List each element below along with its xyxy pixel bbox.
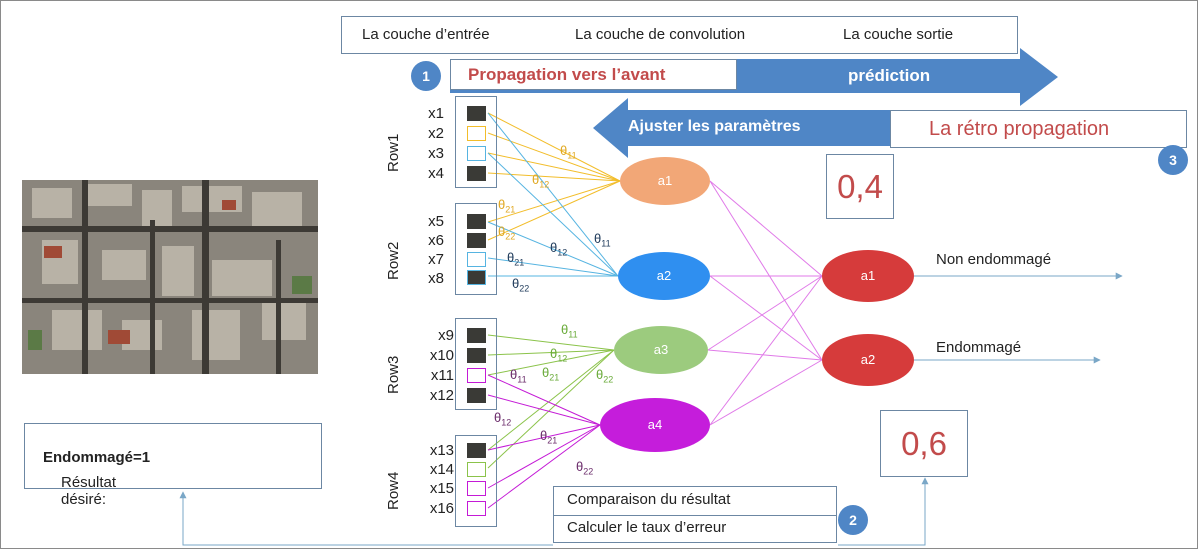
input-pixel: [467, 146, 486, 161]
input-pixel: [467, 481, 486, 496]
input-pixel: [467, 166, 486, 181]
input-layer-title: La couche d’entrée: [362, 26, 490, 43]
input-pixel: [467, 252, 486, 267]
output-node-a2: a2: [822, 334, 914, 386]
row1-label: Row1: [385, 133, 402, 172]
row4-box: [455, 435, 497, 527]
input-label: x12: [429, 387, 454, 404]
forward-propagation-label: Propagation vers l’avant: [450, 59, 737, 90]
input-pixel: [467, 270, 486, 285]
weight-label: θ21: [498, 197, 516, 215]
input-pixel: [467, 106, 486, 121]
prediction-label: prédiction: [848, 66, 931, 85]
input-label: x10: [429, 347, 454, 364]
input-label: x5: [428, 213, 444, 230]
input-pixel: [467, 462, 486, 477]
magenta-lines-a4: [487, 374, 601, 509]
hidden-to-output-lines: [707, 180, 823, 426]
input-label: x7: [428, 251, 444, 268]
input-label: x16: [429, 500, 454, 517]
input-pixel: [467, 388, 486, 403]
weight-label: θ12: [494, 410, 512, 428]
weight-label: θ11: [560, 143, 577, 161]
hidden-node-a2: a2: [618, 252, 710, 300]
weight-label: θ11: [510, 367, 527, 385]
input-pixel: [467, 214, 486, 229]
input-pixel: [467, 348, 486, 363]
input-label: x14: [429, 461, 454, 478]
backpropagation-label: La rétro propagation: [890, 110, 1187, 148]
input-pixel: [467, 443, 486, 458]
weight-label: θ11: [561, 322, 578, 340]
hidden-node-a3: a3: [614, 326, 708, 374]
weight-label: θ22: [596, 367, 614, 385]
input-pixel: [467, 501, 486, 516]
input-pixel: [467, 126, 486, 141]
weight-label: θ21: [507, 250, 525, 268]
weight-label: θ21: [540, 428, 558, 446]
row1-lines-a1: [487, 112, 621, 241]
convolution-layer-title: La couche de convolution: [575, 26, 746, 43]
input-pixel: [467, 368, 486, 383]
output-node-a1: a1: [822, 250, 914, 302]
satellite-image: [22, 180, 318, 374]
row2-label: Row2: [385, 241, 402, 280]
row2-box: [455, 203, 497, 295]
input-label: x11: [430, 367, 454, 384]
input-label: x13: [429, 442, 454, 459]
row3-label: Row3: [385, 355, 402, 394]
hidden-node-a1: a1: [620, 157, 710, 205]
row1-box: [455, 96, 497, 188]
weight-label: θ21: [542, 365, 560, 383]
compare-result-text: Comparaison du résultat: [567, 491, 731, 508]
weight-label: θ22: [512, 276, 530, 294]
weight-label: θ22: [576, 459, 594, 477]
feedback-path-right: [838, 477, 929, 546]
hidden-node-a4: a4: [600, 398, 710, 452]
class-label-non-damaged: Non endommagé: [936, 251, 1052, 268]
step-1-badge: 1: [411, 61, 441, 91]
backward-arrow: [593, 98, 898, 158]
row3-box: [455, 318, 497, 410]
error-computation-box: Comparaison du résultat Calculer le taux…: [553, 486, 837, 543]
weight-label: θ12: [532, 172, 550, 190]
input-label: x2: [428, 125, 444, 142]
weight-label: θ12: [550, 240, 568, 258]
desired-result-text: Résultat désiré: Endommagé=1: [43, 449, 151, 508]
output-value-top: 0,4: [826, 154, 894, 219]
input-label: x8: [428, 270, 444, 287]
forward-propagation-text: Propagation vers l’avant: [468, 65, 666, 84]
desired-result-box: Résultat désiré: Endommagé=1: [24, 423, 322, 508]
divider: [554, 515, 836, 516]
input-pixel: [467, 233, 486, 248]
input-label: x6: [428, 232, 444, 249]
input-pixel: [467, 328, 486, 343]
backpropagation-text: La rétro propagation: [929, 118, 1110, 140]
input-label: x9: [438, 327, 454, 344]
input-label: x15: [429, 480, 454, 497]
green-lines-a3: [487, 334, 615, 469]
step-3-badge: 3: [1158, 145, 1188, 175]
step-2-badge: 2: [838, 505, 868, 535]
layer-titles-box: La couche d’entrée La couche de convolut…: [341, 16, 1018, 54]
input-label: x1: [428, 105, 444, 122]
row4-label: Row4: [385, 471, 402, 510]
class-label-damaged: Endommagé: [936, 339, 1022, 356]
error-rate-text: Calculer le taux d’erreur: [567, 519, 727, 536]
output-layer-title: La couche sortie: [843, 26, 954, 43]
weight-label: θ12: [550, 346, 568, 364]
blue-lines-a2: [487, 112, 619, 277]
weight-label: θ22: [498, 224, 516, 242]
output-value-bottom: 0,6: [880, 410, 968, 477]
input-label: x4: [428, 165, 444, 182]
input-label: x3: [428, 145, 444, 162]
adjust-parameters-label: Ajuster les paramètres: [628, 118, 801, 135]
feedback-path-left: [179, 491, 553, 546]
weight-label: θ11: [594, 231, 611, 249]
